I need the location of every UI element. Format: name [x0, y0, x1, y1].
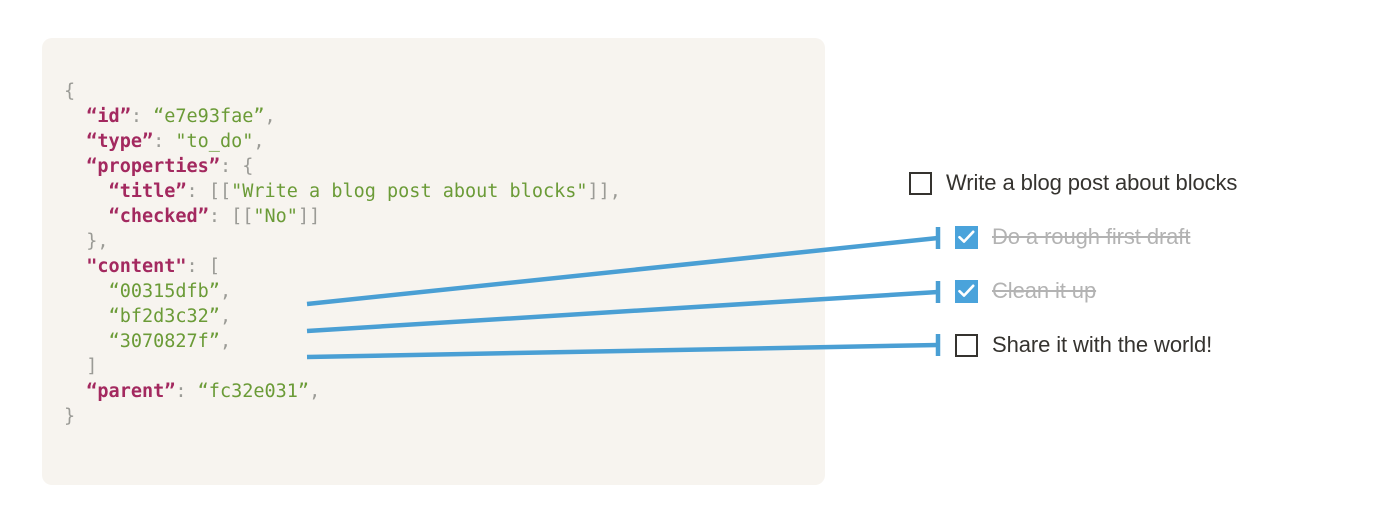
code-token-colon: :	[186, 255, 209, 277]
checkmark-icon	[958, 230, 975, 243]
code-token-punc: ,	[253, 130, 265, 152]
checklist-item-label: Clean it up	[992, 278, 1097, 303]
checklist-item[interactable]: Write a blog post about blocks	[909, 168, 1237, 198]
code-line: },	[64, 229, 621, 254]
code-token-key: “properties”	[86, 155, 220, 177]
code-token-str: “00315dfb”	[108, 280, 220, 302]
code-token-str: "Write a blog post about blocks"	[231, 180, 588, 202]
checklist-item[interactable]: Do a rough first draft	[955, 222, 1190, 252]
code-token-key: "content"	[86, 255, 187, 277]
code-line: “type”: "to_do",	[64, 129, 621, 154]
code-line: "content": [	[64, 254, 621, 279]
code-token-key: “id”	[86, 105, 131, 127]
code-token-colon: :	[186, 180, 209, 202]
code-token-colon: :	[175, 380, 198, 402]
code-token-brk: [[	[231, 205, 254, 227]
checkbox-checked-icon[interactable]	[955, 225, 978, 249]
json-code-panel: { “id”: “e7e93fae”, “type”: "to_do", “pr…	[42, 38, 825, 485]
checkbox-checked-icon[interactable]	[955, 279, 978, 303]
code-token-str: “3070827f”	[108, 330, 220, 352]
checkmark-icon	[958, 284, 975, 297]
code-token-punc: }	[64, 405, 76, 427]
code-line: ]	[64, 354, 621, 379]
code-token-str: “fc32e031”	[197, 380, 310, 402]
code-token-key: “type”	[86, 130, 154, 152]
code-token-brk: ]]	[587, 180, 610, 202]
code-token-brk: ]	[86, 355, 98, 377]
code-line: “properties”: {	[64, 154, 621, 179]
code-line: “title”: [["Write a blog post about bloc…	[64, 179, 621, 204]
checklist-item-label: Share it with the world!	[992, 332, 1213, 357]
code-line: “00315dfb”,	[64, 279, 621, 304]
code-token-key: “title”	[108, 180, 187, 202]
code-token-punc: {	[242, 155, 254, 177]
code-line: “checked”: [["No"]]	[64, 204, 621, 229]
code-token-colon: :	[153, 130, 176, 152]
checklist-item[interactable]: Clean it up	[955, 276, 1096, 306]
code-token-punc: ,	[219, 280, 232, 302]
checklist-item-label: Do a rough first draft	[992, 224, 1191, 249]
code-token-punc: ,	[219, 330, 232, 352]
checklist-item[interactable]: Share it with the world!	[955, 330, 1212, 360]
code-token-punc: {	[64, 80, 76, 102]
code-token-colon: :	[130, 105, 154, 127]
code-token-key: “parent”	[86, 380, 176, 402]
code-line: “id”: “e7e93fae”,	[64, 104, 621, 129]
json-code-listing: { “id”: “e7e93fae”, “type”: "to_do", “pr…	[64, 79, 621, 429]
code-token-brk: [[	[208, 180, 232, 202]
code-line: “bf2d3c32”,	[64, 304, 621, 329]
code-token-str: “e7e93fae”	[153, 105, 265, 127]
code-token-colon: :	[219, 155, 243, 177]
code-token-punc: ,	[609, 180, 621, 202]
code-line: {	[64, 79, 621, 104]
code-token-key: “checked”	[108, 205, 209, 227]
code-line: }	[64, 404, 621, 429]
code-line: “parent”: “fc32e031”,	[64, 379, 621, 404]
code-token-brk: ]]	[297, 205, 321, 227]
code-token-punc: ,	[309, 380, 321, 402]
code-token-str: “bf2d3c32”	[108, 305, 220, 327]
code-line: “3070827f”,	[64, 329, 621, 354]
code-token-brk: [	[208, 255, 220, 277]
checkbox-unchecked-icon[interactable]	[955, 333, 978, 357]
checkbox-unchecked-icon[interactable]	[909, 171, 932, 195]
code-token-colon: :	[208, 205, 232, 227]
code-token-str: "to_do"	[175, 130, 254, 152]
code-token-punc: },	[86, 230, 109, 252]
code-token-punc: ,	[219, 305, 232, 327]
code-token-punc: ,	[264, 105, 276, 127]
code-token-str: "No"	[253, 205, 298, 227]
checklist-item-label: Write a blog post about blocks	[946, 170, 1238, 195]
